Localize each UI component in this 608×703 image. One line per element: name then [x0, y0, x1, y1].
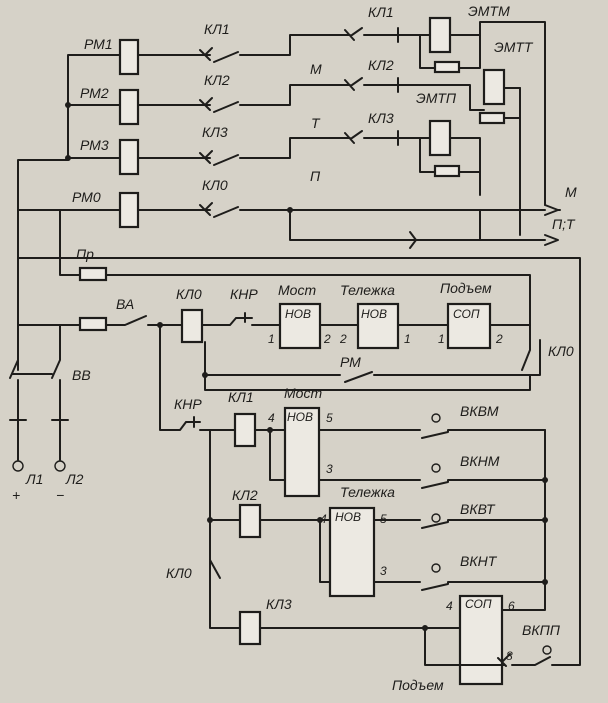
contact-kl0-bottom [209, 559, 221, 579]
label-m-top: М [310, 61, 322, 77]
terminal-l2 [54, 460, 66, 472]
term-4-most: 4 [268, 411, 275, 425]
fuse-line [59, 209, 81, 276]
label-kl0-right: КЛ0 [548, 343, 574, 359]
term-2-most: 2 [323, 332, 331, 346]
label-kl2-low: КЛ2 [232, 487, 258, 503]
switch-va [105, 315, 183, 326]
contact-kl1-top [199, 34, 331, 63]
label-vv: ВВ [72, 367, 91, 383]
relay-coil-rm1 [118, 38, 140, 76]
label-now-telezhka: НОВ [361, 307, 387, 321]
label-rm1: РМ1 [84, 36, 113, 52]
label-m-right: М [565, 184, 577, 200]
term-3-most: 3 [326, 462, 333, 476]
label-rm2: РМ2 [80, 85, 109, 101]
label-knr-low: КНР [174, 396, 202, 412]
label-kl1-low: КЛ1 [228, 389, 254, 405]
fuse-pr [78, 266, 108, 282]
relay-coil-kl0 [180, 308, 204, 344]
term-2-podem: 2 [495, 332, 503, 346]
label-vknt: ВКНТ [460, 553, 498, 569]
label-kl3-brake: КЛ3 [368, 110, 394, 126]
term-1-telezhka: 1 [404, 332, 411, 346]
contact-kl2-top [199, 84, 331, 113]
contact-kl3-top [199, 137, 331, 166]
label-kl2-brake: КЛ2 [368, 57, 394, 73]
label-t-top: Т [311, 115, 321, 131]
brake-coil-emtt [482, 68, 506, 106]
label-vkvm: ВКВМ [460, 403, 499, 419]
label-va: ВА [116, 296, 134, 312]
relay-coil-kl1 [233, 412, 257, 448]
label-telezhka-top: Тележка [340, 282, 395, 298]
label-pr: Пр [76, 246, 94, 262]
fuse-va [78, 316, 108, 332]
limit-switch-podem [446, 302, 492, 350]
label-vkpp: ВКПП [522, 622, 561, 638]
label-now-telezhka-low: НОВ [335, 510, 361, 524]
terminal-l1 [12, 460, 24, 472]
label-most-low: Мост [284, 385, 322, 401]
relay-coil-kl2 [238, 503, 262, 539]
label-most-top: Мост [278, 282, 316, 298]
term-2-telezhka: 2 [339, 332, 347, 346]
relay-coil-rm3 [118, 138, 140, 176]
brake-coil-emtm [428, 16, 452, 54]
label-vknm: ВКНМ [460, 453, 500, 469]
label-kl1-brake: КЛ1 [368, 4, 394, 20]
term-3-telezhka: 3 [380, 564, 387, 578]
label-kl0-mid: КЛ0 [176, 286, 202, 302]
label-kl3-low: КЛ3 [266, 596, 292, 612]
label-rm0: РМ0 [72, 189, 101, 205]
label-vkvt: ВКВТ [460, 501, 496, 517]
term-4-telezhka: 4 [320, 512, 327, 526]
label-sop-podem-low: СОП [465, 597, 492, 611]
label-emtp: ЭМТП [416, 90, 457, 106]
controller-most [283, 406, 321, 498]
label-kl1-top: КЛ1 [204, 21, 230, 37]
term-4-podem: 4 [446, 599, 453, 613]
label-l1: Л1 [25, 471, 43, 487]
term-5-most: 5 [326, 411, 333, 425]
label-emtt: ЭМТТ [494, 39, 534, 55]
contact-kl0-top [199, 202, 546, 218]
label-now-most-low: НОВ [287, 410, 313, 424]
relay-coil-rm2 [118, 88, 140, 126]
left-supply-bus [17, 159, 69, 371]
term-1-podem: 1 [438, 332, 445, 346]
term-8-podem: 8 [506, 649, 513, 663]
label-sop-podem: СОП [453, 307, 480, 321]
switch-vv [9, 324, 61, 421]
term-6-podem: 6 [508, 599, 515, 613]
relay-coil-rm0 [118, 191, 140, 229]
label-kl0-top: КЛ0 [202, 177, 228, 193]
label-p-top: П [310, 168, 321, 184]
label-knr-top: КНР [230, 286, 258, 302]
controller-telezhka [328, 506, 376, 598]
label-kl0-low: КЛ0 [166, 565, 192, 581]
label-rm3: РМ3 [80, 137, 109, 153]
label-rm-mid: РМ [340, 354, 361, 370]
label-pt-right: П;Т [552, 216, 576, 232]
label-podem-top: Подъем [440, 280, 492, 296]
relay-coil-kl3 [238, 610, 262, 646]
label-emtm: ЭМТМ [468, 3, 510, 19]
label-podem-low: Подъем [392, 677, 444, 693]
brake-coil-emtp [428, 119, 452, 157]
label-kl2-top: КЛ2 [204, 72, 230, 88]
label-plus: + [12, 487, 20, 503]
controller-podem [458, 594, 504, 686]
label-kl3-top: КЛ3 [202, 124, 228, 140]
term-1-most: 1 [268, 332, 275, 346]
limit-switch-most [278, 302, 322, 350]
term-5-telezhka: 5 [380, 512, 387, 526]
label-l2: Л2 [65, 471, 84, 487]
label-minus: − [56, 487, 64, 503]
label-now-most: НОВ [285, 307, 311, 321]
label-telezhka-low: Тележка [340, 484, 395, 500]
